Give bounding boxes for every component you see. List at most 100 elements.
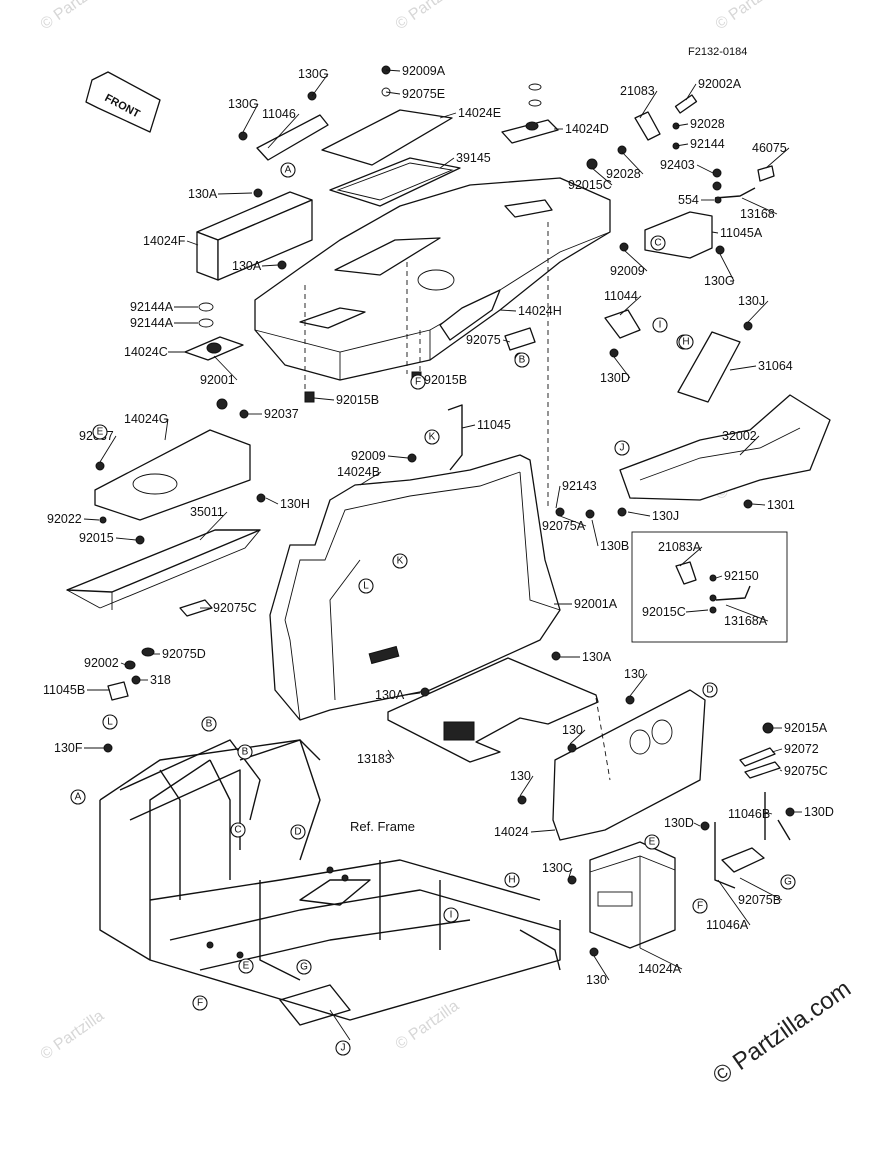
- part-number-label: 130A: [582, 650, 612, 664]
- part-number-label: 130H: [280, 497, 310, 511]
- part-number-label: 11046: [262, 107, 296, 121]
- brand-watermark: © Partzilla.com: [708, 975, 856, 1090]
- part-number-label: 11044: [604, 289, 638, 303]
- leader-line: [719, 253, 735, 282]
- leader-line: [555, 485, 561, 509]
- part-number-label: 130A: [375, 688, 405, 702]
- leader-line: [387, 749, 395, 760]
- part-number-label: 130D: [664, 816, 694, 830]
- callout-circle: [70, 789, 86, 805]
- callout-marker-g: G: [780, 874, 796, 890]
- part-number-label: 11045B: [43, 683, 85, 697]
- callout-marker-b: B: [201, 716, 217, 732]
- callout-circle: [410, 374, 426, 390]
- callout-letter: F: [697, 901, 703, 912]
- leader-line: [729, 365, 757, 371]
- fender-liner: [269, 454, 561, 721]
- part-number-label: 13168: [740, 207, 775, 221]
- part-number-label: 130F: [54, 741, 83, 755]
- part-number-label: 92022: [47, 512, 82, 526]
- part-number-label: 14024: [494, 825, 529, 839]
- part-number-label: 92075C: [784, 764, 828, 778]
- callout-marker-f: F: [692, 898, 708, 914]
- part-number-label: 92009: [610, 264, 645, 278]
- callout-letter: B: [519, 355, 526, 366]
- callout-letter: I: [659, 320, 662, 331]
- callout-marker-a: A: [280, 162, 296, 178]
- callout-circle: [102, 714, 118, 730]
- callout-letter: E: [243, 961, 250, 972]
- part-number-label: 11046B: [728, 807, 770, 821]
- callout-circle: [780, 874, 796, 890]
- leader-line: [99, 435, 117, 463]
- callout-marker-c: C: [230, 822, 246, 838]
- leader-line: [265, 497, 279, 505]
- watermark: © Partzilla: [713, 0, 783, 33]
- leader-line: [639, 90, 658, 119]
- callout-circle: [392, 553, 408, 569]
- leader-line: [404, 692, 421, 696]
- leader-line: [519, 775, 534, 797]
- callout-letter: F: [415, 377, 421, 388]
- part-number-label: 14024H: [518, 304, 562, 318]
- part-number-label: 92144A: [130, 316, 174, 330]
- callout-circle: [192, 995, 208, 1011]
- part-number-label: 92009: [351, 449, 386, 463]
- leader-line: [502, 339, 511, 343]
- part-number-label: 130G: [704, 274, 735, 288]
- leader-line: [359, 471, 382, 486]
- callout-circle: [443, 907, 459, 923]
- part-number-label: 39145: [456, 151, 491, 165]
- leader-line: [439, 112, 457, 119]
- leader-line: [696, 164, 714, 174]
- leader-line: [679, 546, 703, 567]
- reference-frame: [99, 739, 561, 1041]
- part-number-label: 130: [510, 769, 531, 783]
- part-number-label: 130B: [600, 539, 629, 553]
- leader-line: [83, 518, 100, 521]
- leader-line: [559, 515, 587, 527]
- part-number-label: 14024G: [124, 412, 168, 426]
- leader-line: [639, 947, 683, 970]
- part-number-label: 92072: [784, 742, 819, 756]
- callout-circle: [702, 682, 718, 698]
- part-number-label: 11046A: [706, 918, 749, 932]
- leader-line: [385, 69, 401, 72]
- leader-line: [629, 673, 648, 697]
- leader-line: [771, 748, 783, 753]
- leader-line: [717, 879, 751, 926]
- leader-line: [591, 519, 599, 547]
- leader-line: [693, 822, 701, 827]
- part-number-label: 14024A: [638, 962, 682, 976]
- leader-line: [751, 503, 766, 506]
- callout-marker-g: G: [296, 959, 312, 975]
- callout-letter: H: [682, 337, 689, 348]
- leader-line: [217, 192, 253, 195]
- part-number-label: 92001A: [574, 597, 618, 611]
- leader-line: [739, 877, 783, 901]
- part-number-label: 21083A: [658, 540, 702, 554]
- leader-line: [725, 604, 769, 622]
- leader-line: [747, 300, 769, 323]
- part-number-label: 21083: [620, 84, 655, 98]
- leader-line: [675, 123, 689, 127]
- part-number-label: 318: [150, 673, 171, 687]
- callout-letter: B: [206, 719, 213, 730]
- part-number-label: 14024D: [565, 122, 609, 136]
- leader-line: [623, 249, 648, 272]
- part-number-label: 92015C: [642, 605, 686, 619]
- part-number-label: 14024B: [337, 465, 380, 479]
- callout-circle: [230, 822, 246, 838]
- callout-letter: L: [363, 581, 369, 592]
- callout-letter: J: [341, 1043, 346, 1054]
- part-number-label: 13183: [357, 752, 392, 766]
- leader-line: [199, 511, 228, 541]
- callout-circle: [335, 1040, 351, 1056]
- callout-marker-l: L: [358, 578, 374, 594]
- callout-circle: [614, 440, 630, 456]
- leader-line: [164, 418, 169, 441]
- callout-circle: [296, 959, 312, 975]
- callout-marker-j: J: [335, 1040, 351, 1056]
- leader-line: [591, 167, 613, 186]
- part-number-label: 130J: [652, 509, 679, 523]
